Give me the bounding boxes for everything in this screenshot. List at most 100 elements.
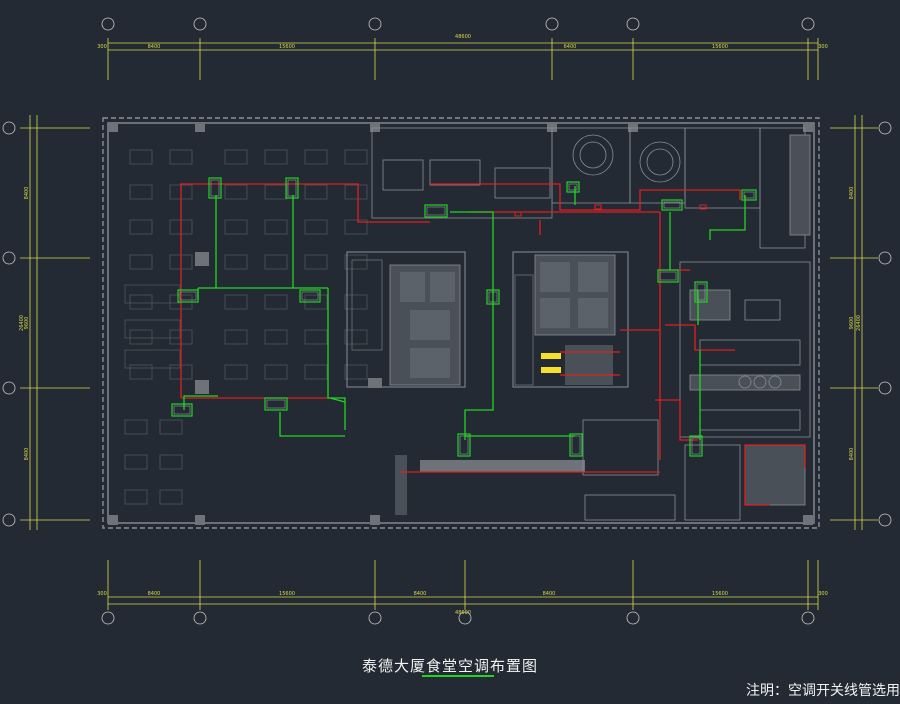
kitchen-block-right xyxy=(512,251,629,388)
indoor-unit-inner xyxy=(696,283,706,301)
indoor-unit-unit-02 xyxy=(285,177,299,199)
dining-table xyxy=(344,294,368,310)
dining-table xyxy=(129,219,153,235)
top-end-dim-left: 300 xyxy=(97,44,107,50)
indoor-unit-inner xyxy=(287,179,297,197)
red-riser-markers xyxy=(514,204,707,217)
right-axis-bubbles xyxy=(878,121,892,527)
dining-table xyxy=(264,184,288,200)
indoor-unit-inner xyxy=(426,206,446,216)
bottom-end-dim-left: 300 xyxy=(97,591,107,597)
dining-table xyxy=(304,219,328,235)
indoor-unit-inner xyxy=(459,435,469,455)
right-dim-3: 8400 xyxy=(849,448,855,461)
dining-table xyxy=(129,294,153,310)
dining-table xyxy=(344,149,368,165)
indoor-unit-unit-11 xyxy=(657,269,679,283)
dining-table xyxy=(264,364,288,380)
service-counter xyxy=(395,419,676,521)
dining-table xyxy=(224,149,248,165)
indoor-unit-unit-01 xyxy=(208,177,222,199)
dining-table xyxy=(344,254,368,270)
top-rooms xyxy=(371,127,811,249)
red-pipes xyxy=(180,183,806,506)
indoor-unit-unit-12 xyxy=(694,281,708,303)
left-dim-2: 9600 xyxy=(24,317,30,330)
indoor-unit-inner xyxy=(571,435,581,455)
indoor-unit-inner xyxy=(179,291,197,301)
dining-table xyxy=(129,184,153,200)
dining-table xyxy=(304,329,328,345)
round-tables xyxy=(572,134,681,183)
long-table xyxy=(124,284,181,304)
dining-table xyxy=(224,294,248,310)
indoor-unit-unit-01 xyxy=(689,435,703,457)
indoor-unit-inner xyxy=(173,405,191,415)
dining-table xyxy=(224,184,248,200)
right-total-dim: 26400 xyxy=(856,315,862,331)
dining-table xyxy=(124,489,148,505)
dining-table xyxy=(304,254,328,270)
indoor-unit-inner xyxy=(488,291,498,303)
top-dimension-lines xyxy=(107,38,819,80)
dining-table xyxy=(264,149,288,165)
right-dim-2: 9600 xyxy=(849,317,855,330)
dining-table xyxy=(344,364,368,380)
dining-table xyxy=(304,364,328,380)
dimension-texts: 48600 300 8400 15600 6400 15600 300 300 … xyxy=(19,34,862,616)
dining-table xyxy=(159,454,183,470)
bottom-dim-2: 15600 xyxy=(279,591,295,597)
bottom-dim-1: 8400 xyxy=(148,591,161,597)
right-kitchen xyxy=(679,261,811,521)
indoor-unit-unit-02 xyxy=(741,189,757,201)
indoor-unit-inner xyxy=(659,271,677,281)
dining-table xyxy=(344,219,368,235)
indoor-unit-unit-06 xyxy=(264,397,288,411)
dining-table xyxy=(124,454,148,470)
bottom-end-dim-right: 300 xyxy=(818,591,828,597)
top-total-dim: 48600 xyxy=(455,34,471,40)
title-underline xyxy=(422,675,494,677)
building-outline xyxy=(102,117,820,529)
bottom-dimension-lines xyxy=(107,560,819,610)
top-dim-2: 15600 xyxy=(279,44,295,50)
drawing-note: 注明：空调开关线管选用 xyxy=(746,683,900,699)
right-dimension-lines xyxy=(830,115,878,530)
indoor-unit-unit-05 xyxy=(171,403,193,417)
drawing-title: 泰德大厦食堂空调布置图 xyxy=(361,657,538,675)
right-dim-1: 8400 xyxy=(849,187,855,200)
indoor-unit-inner xyxy=(743,191,755,199)
top-dim-3: 6400 xyxy=(564,44,577,50)
dining-table xyxy=(129,329,153,345)
indoor-unit-inner xyxy=(266,399,286,409)
dining-table xyxy=(264,329,288,345)
left-dimension-lines xyxy=(20,115,90,530)
bottom-total-dim: 48600 xyxy=(455,610,471,616)
dining-table xyxy=(124,419,148,435)
left-dim-1: 8400 xyxy=(24,187,30,200)
dining-table xyxy=(169,149,193,165)
left-axis-bubbles xyxy=(2,121,16,527)
dining-table xyxy=(224,254,248,270)
dining-table xyxy=(159,419,183,435)
long-table xyxy=(124,319,181,339)
indoor-unit-unit-14 xyxy=(569,433,583,457)
indoor-unit-unit-13 xyxy=(457,433,471,457)
indoor-unit-inner xyxy=(301,291,319,301)
indoor-unit-inner xyxy=(568,183,578,191)
dining-tables xyxy=(124,149,368,505)
dining-table xyxy=(129,254,153,270)
indoor-units xyxy=(171,177,757,457)
indoor-unit-unit-03 xyxy=(177,289,199,303)
top-axis-bubbles xyxy=(101,17,815,31)
dining-table xyxy=(264,294,288,310)
bottom-dim-3: 8400 xyxy=(414,591,427,597)
dining-table xyxy=(304,184,328,200)
indoor-unit-inner xyxy=(691,437,701,455)
top-dim-1: 8400 xyxy=(148,44,161,50)
indoor-unit-unit-08 xyxy=(486,289,500,305)
kitchen-block-left xyxy=(346,251,466,388)
dining-table xyxy=(224,219,248,235)
